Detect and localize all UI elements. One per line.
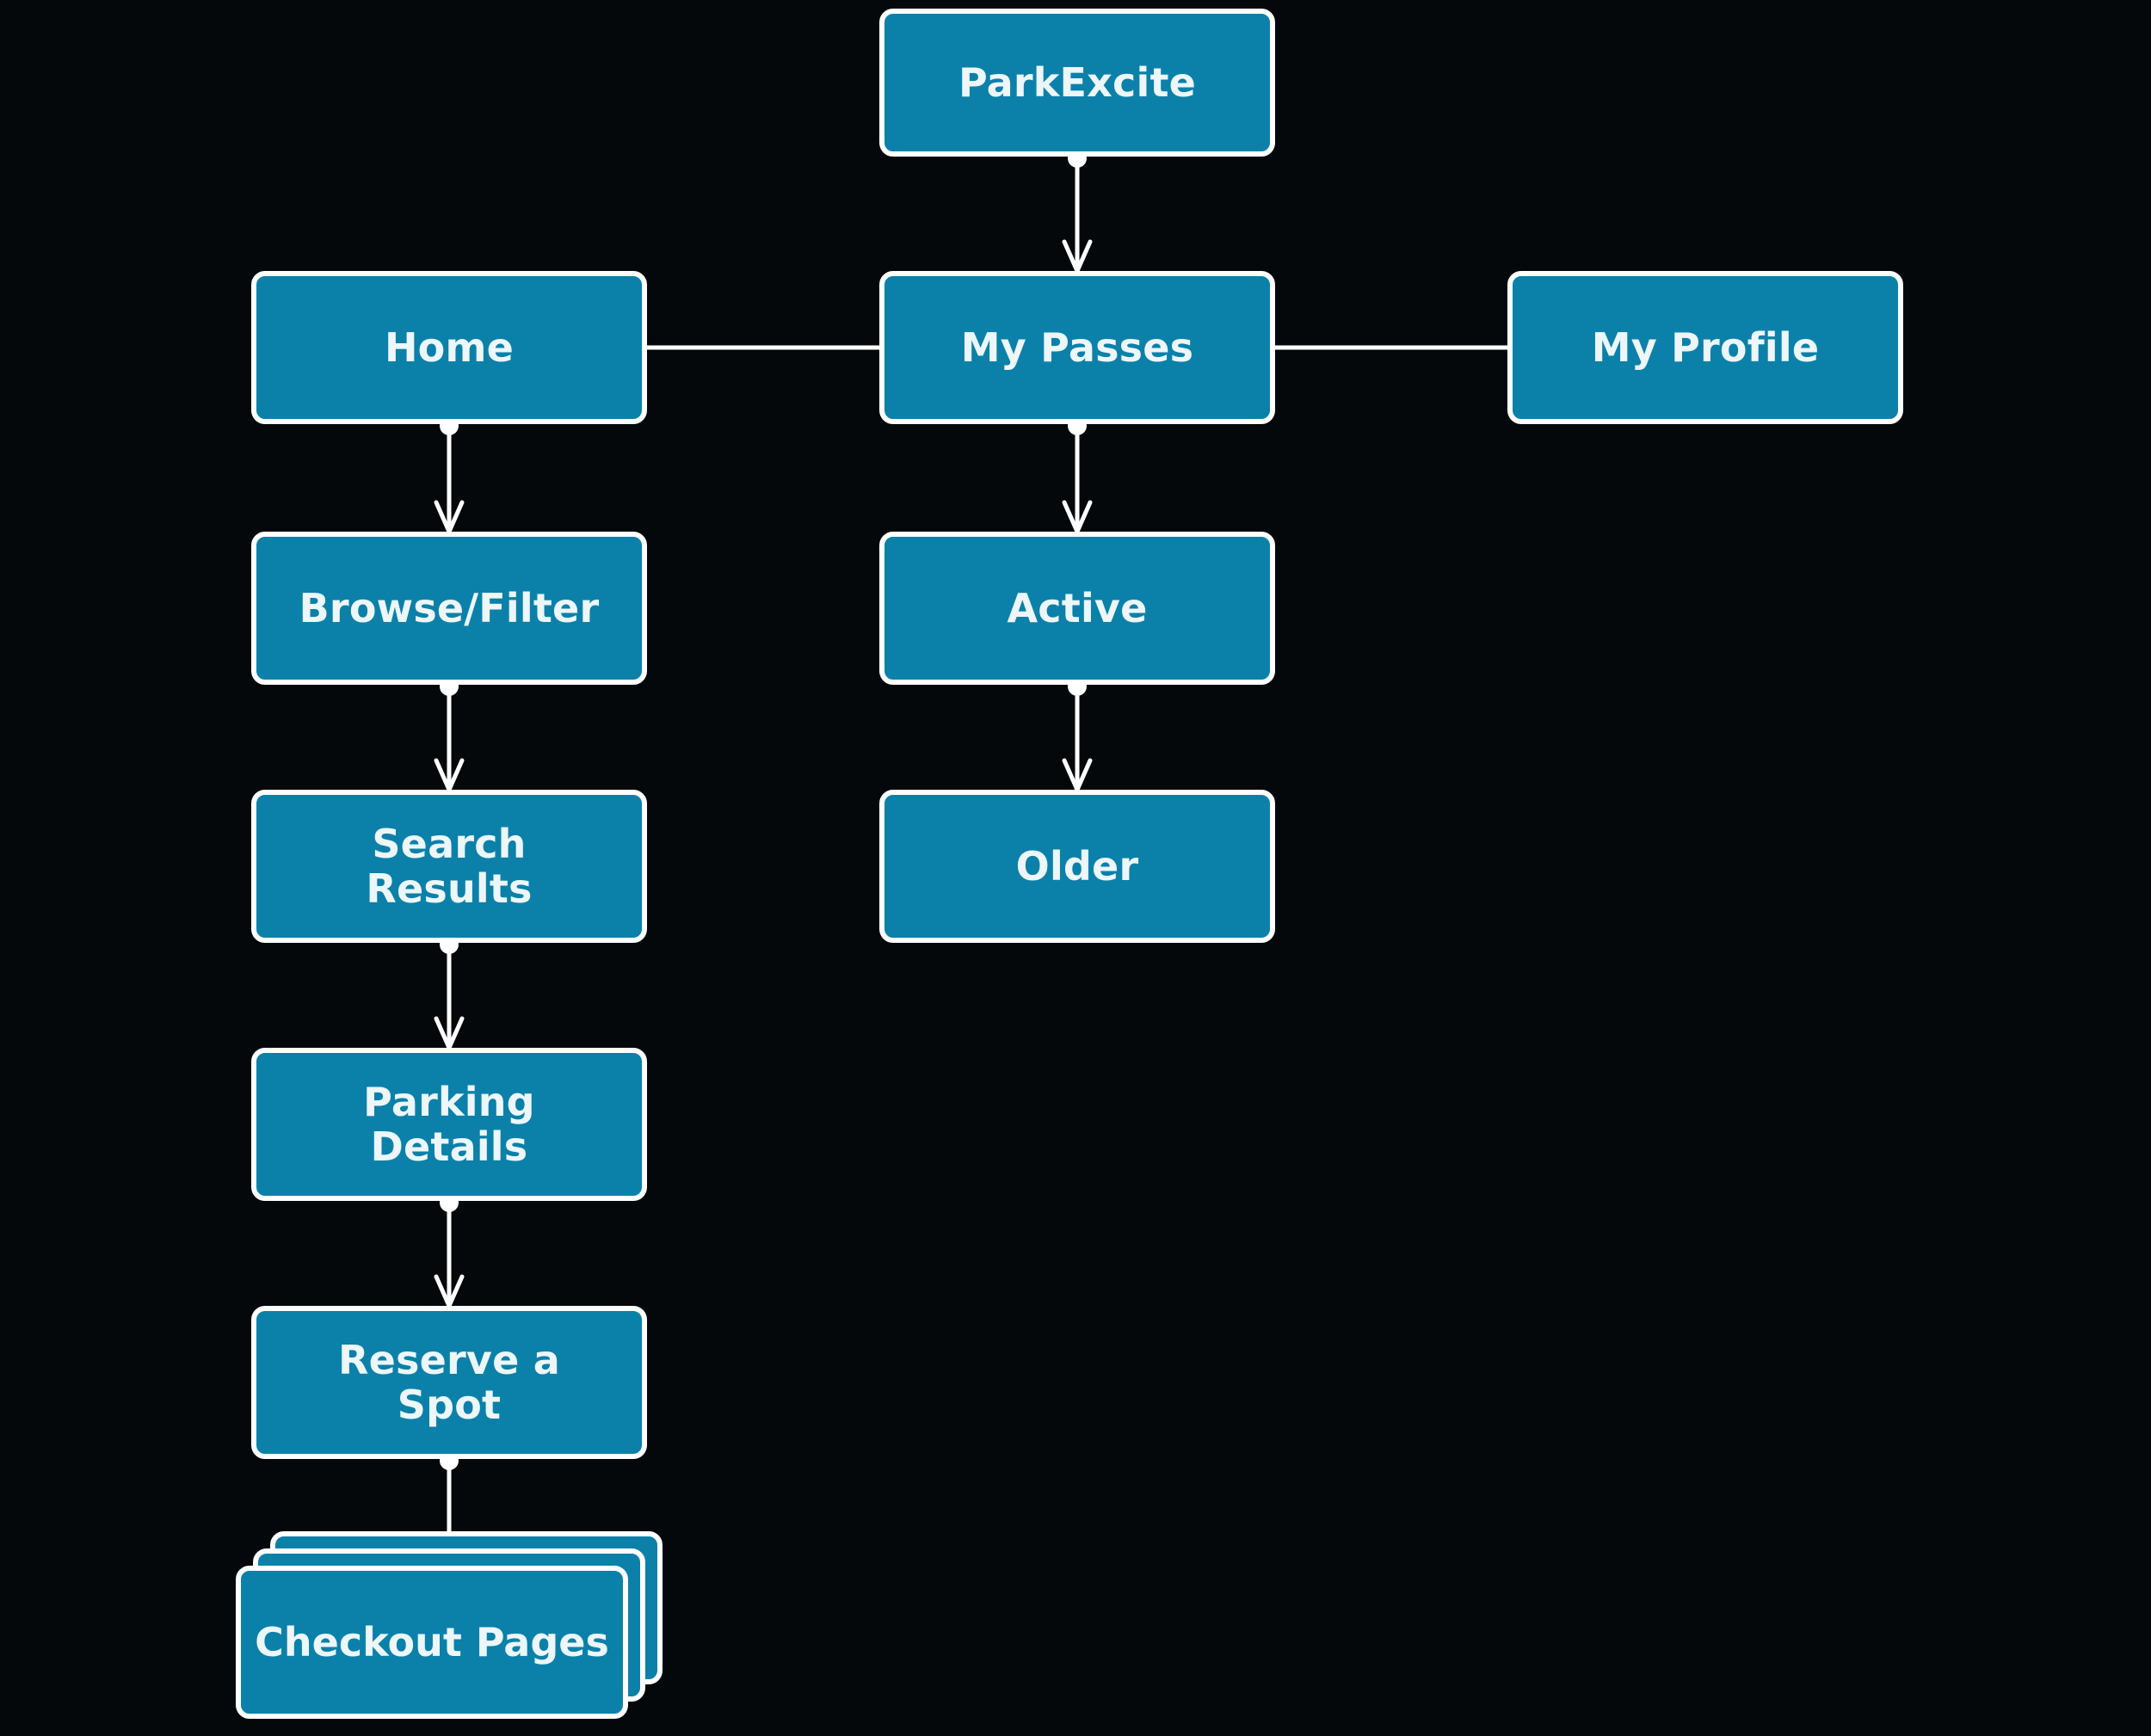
- node-label: Search Results: [366, 820, 533, 912]
- edge-active-to-older: [1062, 677, 1093, 792]
- node-parkexcite[interactable]: ParkExcite: [879, 9, 1275, 157]
- edge-home-to-browse-filter: [434, 416, 465, 534]
- node-active[interactable]: Active: [879, 532, 1275, 685]
- node-browse-filter[interactable]: Browse/Filter: [251, 532, 647, 685]
- node-reserve-a-spot[interactable]: Reserve a Spot: [251, 1306, 647, 1459]
- edge-parkexcite-to-my-passes: [1062, 149, 1093, 274]
- node-search-results[interactable]: Search Results: [251, 790, 647, 943]
- edge-my-passes-to-active: [1062, 416, 1093, 534]
- node-home[interactable]: Home: [251, 271, 647, 424]
- node-label: Home: [384, 323, 515, 371]
- node-label: Browse/Filter: [299, 584, 600, 631]
- node-label: My Passes: [960, 323, 1194, 371]
- node-label: Reserve a Spot: [338, 1336, 560, 1428]
- edge-search-results-to-parking-details: [434, 935, 465, 1050]
- node-label: Older: [1015, 842, 1139, 890]
- node-label: ParkExcite: [958, 58, 1197, 106]
- node-older[interactable]: Older: [879, 790, 1275, 943]
- checkout-pages-sheet-front: Checkout Pages: [236, 1566, 628, 1719]
- node-my-profile[interactable]: My Profile: [1507, 271, 1903, 424]
- node-label: Parking Details: [363, 1078, 535, 1170]
- node-my-passes[interactable]: My Passes: [879, 271, 1275, 424]
- node-label: Active: [1007, 584, 1148, 631]
- node-checkout-pages[interactable]: Checkout Pages: [236, 1531, 666, 1736]
- node-parking-details[interactable]: Parking Details: [251, 1048, 647, 1201]
- edge-parking-details-to-reserve-spot: [434, 1193, 465, 1308]
- edge-browse-filter-to-search-results: [434, 677, 465, 792]
- node-label: Checkout Pages: [255, 1618, 609, 1665]
- node-label: My Profile: [1591, 323, 1820, 371]
